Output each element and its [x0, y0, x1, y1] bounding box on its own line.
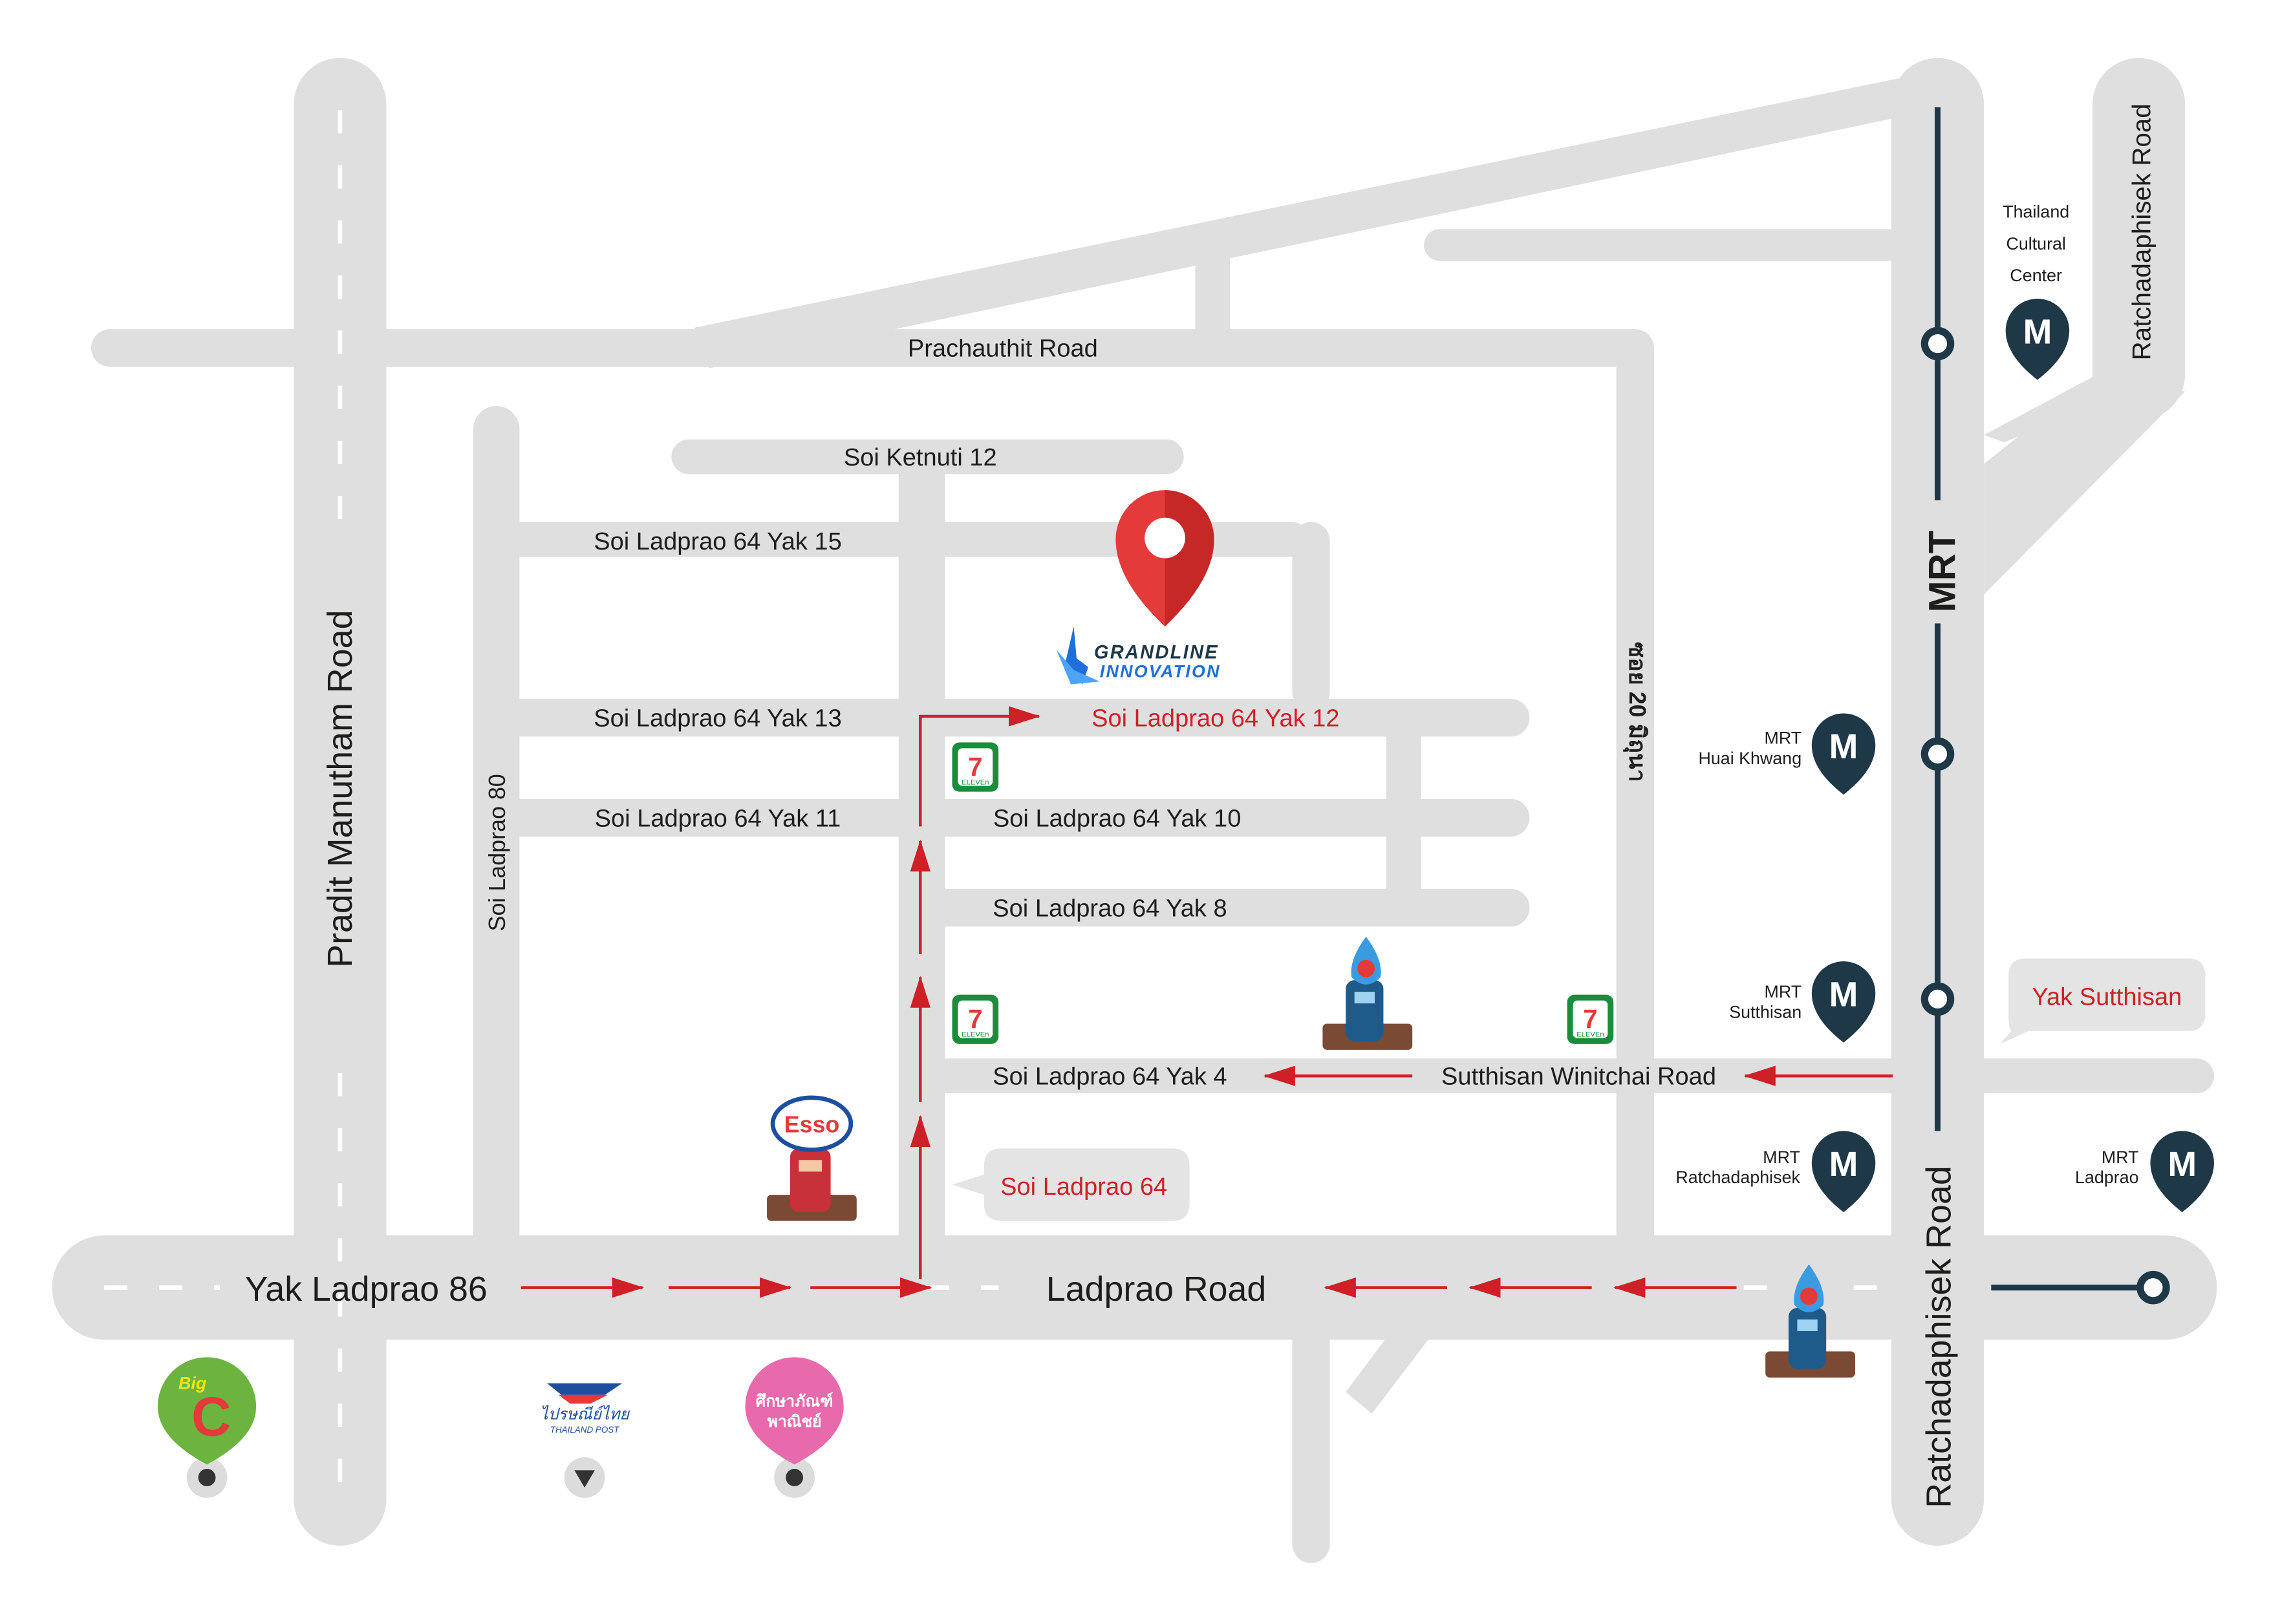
- ptt-gas-station-icon: [1322, 936, 1413, 1050]
- label-yak-10: Soi Ladprao 64 Yak 10: [993, 805, 1241, 832]
- mrt-station-name: Ratchadaphisek: [1675, 1168, 1800, 1187]
- ptt-gas-station-icon: [1765, 1264, 1855, 1378]
- seven-eleven-icon: 7 ELEVEn: [1567, 994, 1614, 1044]
- m-icon: M: [1829, 727, 1858, 766]
- seven-eleven-word: ELEVEn: [962, 778, 989, 786]
- label-soi-ketnuti-12: Soi Ketnuti 12: [844, 444, 997, 471]
- yak-link-road: [1386, 718, 1421, 906]
- label-yak-15: Soi Ladprao 64 Yak 15: [594, 528, 841, 555]
- big-c-text-c: C: [191, 1386, 231, 1448]
- callout-yak-sutthisan-text: Yak Sutthisan: [2032, 983, 2182, 1010]
- label-ratchadaphisek-road-upper: Ratchadaphisek Road: [2127, 103, 2156, 360]
- m-icon: M: [2023, 313, 2052, 352]
- mrt-stop-sutthisan: [1920, 982, 1955, 1016]
- south-road: [1292, 1305, 1330, 1563]
- suksapan-text-line2: พาณิชย์: [768, 1412, 822, 1431]
- ladprao-road: [52, 1235, 2217, 1340]
- soi-20-mithuna-road: [1616, 333, 1654, 1276]
- m-icon: M: [2167, 1145, 2197, 1184]
- thailand-post-en-text: THAILAND POST: [550, 1425, 619, 1435]
- yak-15-road: [499, 522, 1310, 557]
- seven-eleven-icon: 7 ELEVEn: [952, 994, 999, 1044]
- mrt-line: MRT: [1920, 107, 2170, 1305]
- mrt-station-sutthisan: M MRT Sutthisan: [1729, 961, 1876, 1043]
- logo-text-line1: GRANDLINE: [1094, 642, 1219, 663]
- mrt-station-huai-khwang: M MRT Huai Khwang: [1698, 713, 1876, 795]
- yak-11-road: [499, 798, 1530, 837]
- esso-gas-station-icon: Esso: [767, 1095, 857, 1221]
- short-connector-road: [1195, 255, 1231, 343]
- mrt-station-name: Sutthisan: [1729, 1002, 1801, 1021]
- label-soi-20-mithuna: ซอย 20 มิถุนา: [1623, 642, 1650, 782]
- big-c-text-big: Big: [178, 1374, 206, 1393]
- suksapan-text-line1: ศึกษาภัณฑ์: [756, 1392, 833, 1411]
- label-yak-8: Soi Ladprao 64 Yak 8: [993, 895, 1227, 922]
- seven-eleven-7: 7: [968, 1004, 982, 1034]
- prachauthit-road: [91, 329, 1654, 367]
- mrt-station-name: Huai Khwang: [1698, 749, 1801, 768]
- mrt-station-ladprao: M MRT Ladprao: [2075, 1131, 2214, 1213]
- yak-15-bend: [1292, 522, 1330, 710]
- label-yak-13: Soi Ladprao 64 Yak 13: [594, 705, 841, 732]
- label-yak-ladprao-86: Yak Ladprao 86: [245, 1270, 488, 1309]
- seven-eleven-7: 7: [968, 752, 982, 782]
- soi-ladprao-80-road: [473, 406, 520, 1262]
- pradit-manutham-road: [294, 58, 387, 1546]
- suksapan-panit-pin: ศึกษาภัณฑ์ พาณิชย์: [745, 1357, 844, 1498]
- thailand-post-thai-text: ไปรษณีย์ไทย: [540, 1405, 630, 1424]
- label-yak-12: Soi Ladprao 64 Yak 12: [1091, 705, 1339, 732]
- label-soi-ladprao-80: Soi Ladprao 80: [484, 774, 510, 931]
- ratchadaphisek-diagonal: [1984, 377, 2186, 595]
- seven-eleven-word: ELEVEn: [1576, 1031, 1604, 1039]
- thailand-post-bird-icon: [546, 1383, 623, 1395]
- mrt-station-name: Cultural: [2006, 234, 2066, 253]
- seven-eleven-icon: 7 ELEVEn: [952, 742, 999, 792]
- callout-soi-ladprao-64: Soi Ladprao 64: [952, 1148, 1190, 1221]
- label-prachauthit-road: Prachauthit Road: [908, 336, 1098, 363]
- mrt-station-name: Ladprao: [2075, 1168, 2139, 1187]
- label-yak-4: Soi Ladprao 64 Yak 4: [993, 1063, 1227, 1091]
- mrt-station-name: MRT: [2102, 1148, 2139, 1167]
- callout-yak-sutthisan: Yak Sutthisan: [1999, 958, 2206, 1044]
- mrt-stop-huai-khwang: [1920, 737, 1955, 771]
- label-sutthisan-winitchai-road: Sutthisan Winitchai Road: [1441, 1063, 1716, 1091]
- road-labels: Prachauthit Road Soi Ketnuti 12 Soi Ladp…: [245, 103, 2156, 1508]
- label-ratchadaphisek-road-lower: Ratchadaphisek Road: [1920, 1166, 1959, 1508]
- sutthisan-winitchai-road: [926, 1058, 2214, 1094]
- big-c-pin: Big C: [157, 1357, 257, 1498]
- seven-eleven-word: ELEVEn: [962, 1031, 989, 1039]
- prachauthit-diagonal: [694, 78, 1905, 369]
- mrt-station-name: Center: [2010, 266, 2062, 285]
- m-icon: M: [1829, 1145, 1858, 1184]
- south-diagonal-road: [1346, 1334, 1433, 1414]
- mrt-station-ratchadaphisek: M MRT Ratchadaphisek: [1675, 1131, 1876, 1213]
- mrt-station-name: MRT: [1764, 982, 1801, 1001]
- mrt-line-label: MRT: [1921, 531, 1963, 612]
- mrt-station-name: MRT: [1763, 1148, 1800, 1167]
- callout-soi-ladprao-64-text: Soi Ladprao 64: [1000, 1173, 1167, 1201]
- ratchadaphisek-curve: [1984, 377, 2092, 443]
- label-yak-11: Soi Ladprao 64 Yak 11: [595, 805, 841, 832]
- label-pradit-manutham-road: Pradit Manutham Road: [321, 610, 360, 967]
- mrt-stop-ladprao: [2136, 1270, 2170, 1305]
- mrt-station-thailand-cultural: M Thailand Cultural Center: [2003, 202, 2069, 380]
- mrt-station-name: Thailand: [2003, 202, 2069, 221]
- label-ladprao-road: Ladprao Road: [1046, 1270, 1266, 1309]
- upper-connector-road: [1424, 229, 1905, 261]
- destination-pin: [1115, 490, 1214, 626]
- m-icon: M: [1829, 975, 1858, 1014]
- grandline-innovation-logo: GRANDLINE INNOVATION: [1056, 626, 1221, 685]
- seven-eleven-7: 7: [1583, 1004, 1597, 1034]
- mrt-station-name: MRT: [1764, 729, 1801, 748]
- route-arrows: [521, 706, 1893, 1298]
- thailand-post-pin: ไปรษณีย์ไทย THAILAND POST: [540, 1383, 630, 1498]
- logo-text-line2: INNOVATION: [1100, 661, 1221, 681]
- yak-8-road: [926, 888, 1530, 927]
- esso-logo-text: Esso: [784, 1112, 840, 1138]
- soi-ketnuti-12-road: [671, 439, 1184, 475]
- mrt-stop-thailand-cultural: [1920, 326, 1955, 361]
- ratchadaphisek-road-upper: [2092, 58, 2186, 421]
